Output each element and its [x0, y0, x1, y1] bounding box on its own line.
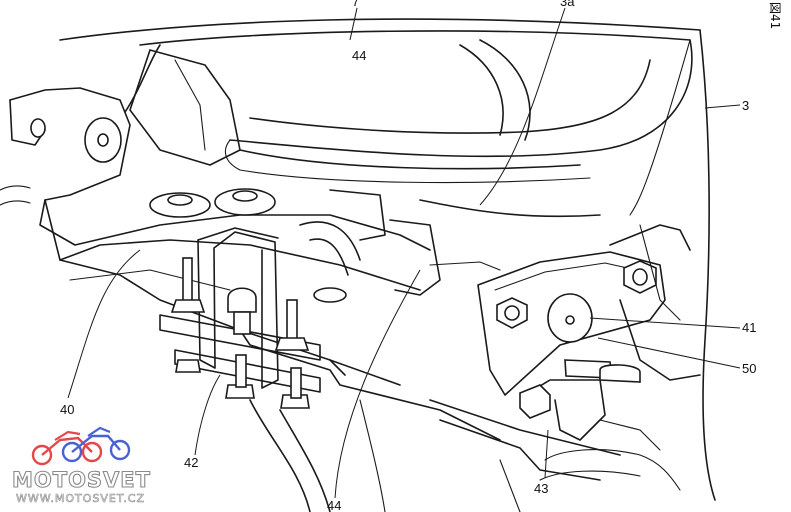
ref-44-top: 44 — [352, 48, 366, 63]
watermark-url: WWW.MOTOSVET.CZ — [16, 492, 145, 505]
ref-3: 3 — [742, 98, 749, 113]
motosvet-watermark: MOTOSVET WWW.MOTOSVET.CZ — [11, 426, 151, 505]
reference-numerals: 7 3a 3 44 40 41 50 42 43 44 — [60, 0, 756, 512]
ref-7: 7 — [352, 0, 359, 9]
ref-40: 40 — [60, 402, 74, 417]
main-bracket — [0, 87, 501, 441]
ref-3a: 3a — [560, 0, 575, 9]
watermark-brand: MOTOSVET — [12, 468, 151, 492]
hoses-and-tubes — [299, 189, 601, 296]
side-cover-panel — [629, 29, 716, 501]
ref-42: 42 — [184, 455, 198, 470]
figure-label: 図41 — [768, 2, 782, 29]
ref-50: 50 — [742, 361, 756, 376]
lower-frame — [249, 399, 521, 512]
mounting-plate — [477, 224, 691, 396]
ref-41: 41 — [742, 320, 756, 335]
u-bracket-assembly — [149, 188, 347, 409]
lower-bracket-assembly — [429, 299, 701, 491]
ref-44-bottom: 44 — [327, 498, 341, 512]
motorcycle-logo-icon — [31, 426, 131, 466]
seat-frame — [59, 18, 701, 184]
ref-43: 43 — [534, 481, 548, 496]
leader-lines — [67, 7, 741, 499]
